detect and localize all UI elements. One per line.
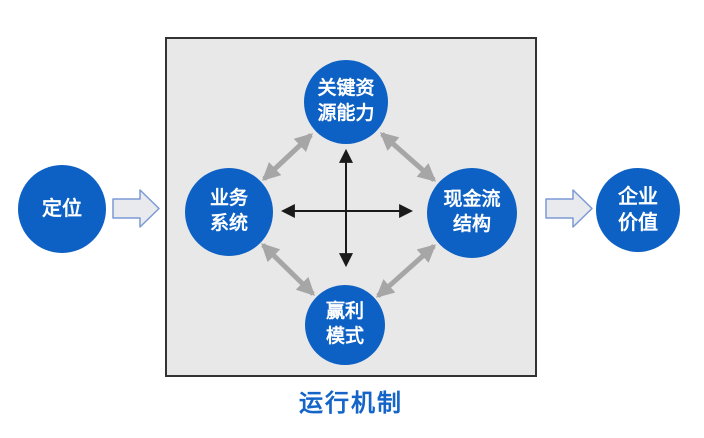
node-positioning-label: 定位 xyxy=(42,198,82,220)
node-cashflow-structure-label: 现金流 结构 xyxy=(443,189,501,235)
node-enterprise-value: 企业 价值 xyxy=(596,168,680,252)
node-profit-model-label: 赢利 模式 xyxy=(325,301,364,347)
flow-arrow-positioning-to-box xyxy=(112,189,160,228)
node-key-resources: 关键资 源能力 xyxy=(304,60,388,144)
diagram-title: 运行机制 xyxy=(299,390,403,417)
node-enterprise-value-label: 企业 价值 xyxy=(618,186,658,234)
node-key-resources-label: 关键资 源能力 xyxy=(317,78,375,124)
node-cashflow-structure: 现金流 结构 xyxy=(427,168,517,258)
node-profit-model: 赢利 模式 xyxy=(305,285,385,365)
node-positioning: 定位 xyxy=(18,165,106,253)
flow-arrow-box-to-value xyxy=(545,189,593,228)
node-business-system-label: 业务 系统 xyxy=(209,188,248,234)
node-business-system: 业务 系统 xyxy=(185,168,273,256)
